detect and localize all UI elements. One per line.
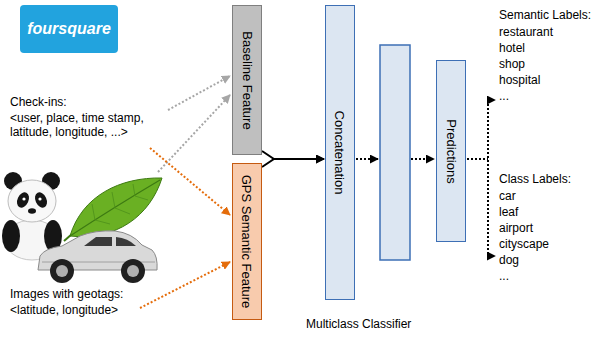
panda-head xyxy=(8,180,56,222)
panda-eye-patch xyxy=(15,190,32,209)
source-title: Check-ins: xyxy=(10,95,67,109)
input-arrow xyxy=(158,95,230,172)
output-arrow xyxy=(488,255,495,257)
source-title: Images with geotags: xyxy=(10,287,123,301)
source-format: <user, place, time stamp, latitude, long… xyxy=(10,111,180,139)
panda-picture xyxy=(2,172,62,260)
connector-arrow xyxy=(262,151,324,159)
input-arrow xyxy=(140,262,230,308)
label-item: dog xyxy=(499,253,519,267)
feature-box: GPS Semantic Feature xyxy=(232,163,262,320)
car-window xyxy=(84,237,112,246)
layer-box: Concatenation xyxy=(325,5,355,300)
panda-eye-patch xyxy=(33,190,50,209)
label-item: hotel xyxy=(499,41,525,55)
label-item: airport xyxy=(499,221,533,235)
hidden-layer-box xyxy=(380,45,410,260)
label-item: leaf xyxy=(499,205,518,219)
input-arrow xyxy=(168,76,230,110)
car-wheel xyxy=(121,259,145,283)
box-label: Predictions xyxy=(444,119,459,183)
output-line xyxy=(487,100,489,256)
car-rim xyxy=(56,265,68,277)
label-list-heading: Semantic Labels: xyxy=(499,8,591,22)
label-item: shop xyxy=(499,57,525,71)
output-line xyxy=(467,158,488,160)
box-label: Concatenation xyxy=(333,111,348,195)
label-item: restaurant xyxy=(499,25,553,39)
connector-arrow xyxy=(262,159,324,167)
output-arrow xyxy=(488,99,495,101)
classifier-label: Multiclass Classifier xyxy=(306,317,411,331)
car-window xyxy=(116,237,136,246)
layer-arrow xyxy=(411,158,434,160)
source-format: <latitude, longitude> xyxy=(10,303,118,317)
leaf-veins xyxy=(92,184,148,224)
panda-arm xyxy=(2,220,20,252)
box-label: GPS Semantic Feature xyxy=(240,175,255,309)
input-arrow xyxy=(150,148,230,215)
leaf-blade xyxy=(70,178,162,237)
feature-box: Baseline Feature xyxy=(232,5,262,155)
car-rim xyxy=(127,265,139,277)
label-item: car xyxy=(499,189,516,203)
label-item: ... xyxy=(499,269,509,283)
panda-eye xyxy=(38,197,41,200)
label-item: ... xyxy=(499,89,509,103)
layer-box: Predictions xyxy=(436,60,466,242)
label-list-heading: Class Labels: xyxy=(499,172,571,186)
logo-badge xyxy=(20,5,118,53)
panda-eye xyxy=(22,197,25,200)
leaf-midrib xyxy=(70,180,160,236)
logo-text: foursquare xyxy=(27,20,111,38)
label-item: cityscape xyxy=(499,237,549,251)
car-wheel xyxy=(50,259,74,283)
box-label: Baseline Feature xyxy=(240,31,255,129)
panda-nose xyxy=(28,208,36,214)
car-picture xyxy=(38,231,157,283)
layer-arrow xyxy=(356,158,378,160)
label-item: hospital xyxy=(499,73,540,87)
